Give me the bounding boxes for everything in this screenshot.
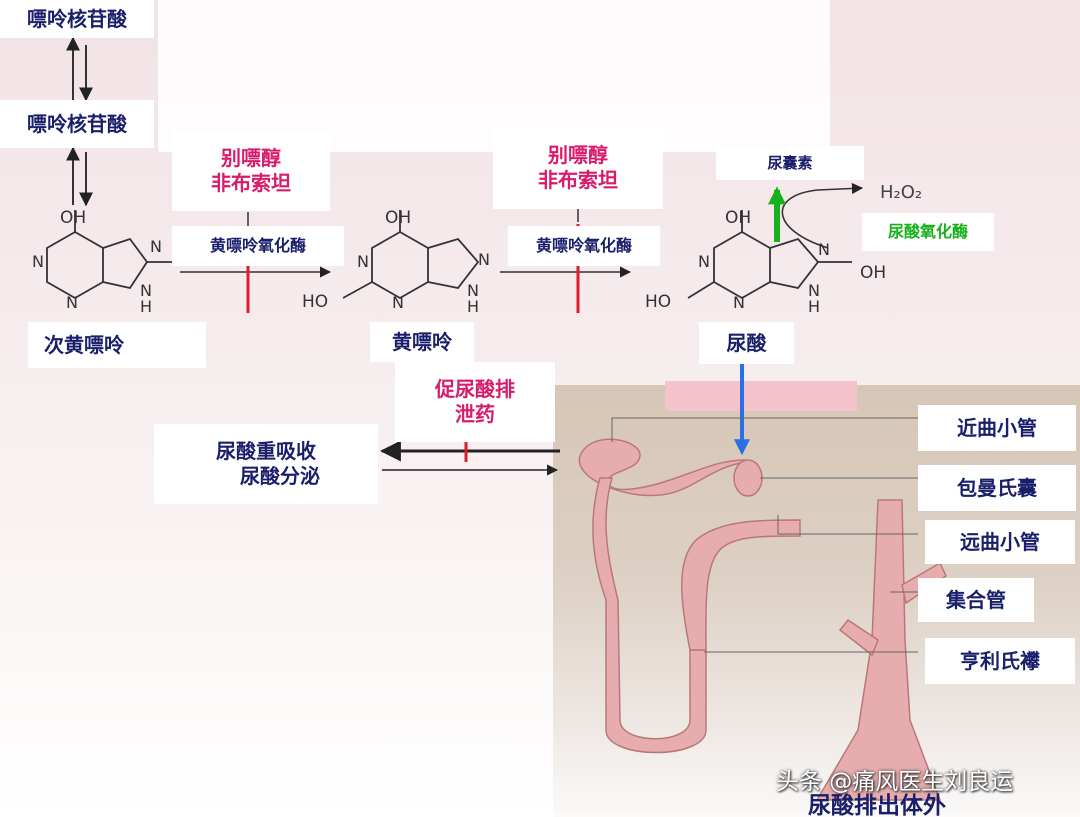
label-hypoxanthine: 次黄嘌呤 [28, 322, 206, 368]
drug-febuxostat-1: 非布索坦 [211, 171, 291, 195]
inhibitor-label-group-1: 别嘌醇 非布索坦 [172, 131, 330, 211]
atom-ho-xanthine: HO [302, 292, 329, 312]
uricosuric-drug-label: 促尿酸排 泄药 [395, 362, 555, 442]
secretion-label: 尿酸分泌 [240, 464, 320, 488]
inhibitor-label-group-2: 别嘌醇 非布索坦 [493, 127, 663, 209]
atom-n1-xanthine: N [357, 252, 369, 271]
reabsorption-label: 尿酸重吸收 [216, 439, 316, 463]
drug-allopurinol-1: 别嘌醇 [221, 146, 281, 170]
enzyme-xanthine-oxidase-2: 黄嘌呤氧化酶 [508, 226, 660, 266]
atom-n3-uric-acid: N [733, 293, 745, 312]
atom-oh-hypoxanthine: OH [60, 208, 87, 228]
renal-transport-label: 尿酸重吸收 尿酸分泌 [154, 424, 378, 504]
atom-oh8-uric-acid: OH [860, 263, 887, 283]
enzyme-urate-oxidase: 尿酸氧化酶 [862, 213, 994, 251]
hypoxanthine-structure [46, 210, 180, 300]
uricosuric-line-1: 促尿酸排 [435, 377, 515, 401]
label-allantoin: 尿囊素 [716, 146, 864, 180]
atom-n3-hypoxanthine: N [66, 293, 78, 312]
top-white-panel [158, 0, 830, 152]
label-uric-acid: 尿酸 [699, 322, 794, 364]
nephron-illustration [578, 438, 947, 801]
xanthine-structure [342, 210, 480, 300]
label-purine-nucleotide-top: 嘌呤核苷酸 [0, 0, 154, 38]
atom-n3-xanthine: N [392, 293, 404, 312]
label-proximal-tubule: 近曲小管 [918, 405, 1076, 451]
atom-n1-uric-acid: N [698, 252, 710, 271]
label-xanthine: 黄嘌呤 [370, 322, 474, 362]
label-excretion: 尿酸排出体外 [808, 792, 946, 817]
pink-highlight-band [665, 381, 857, 411]
atom-n1-hypoxanthine: N [32, 252, 44, 271]
product-h2o2: H₂O₂ [880, 182, 923, 203]
label-distal-tubule: 远曲小管 [925, 520, 1075, 564]
atom-n7-hypoxanthine: N [150, 237, 162, 256]
uric-acid-structure [687, 210, 852, 300]
atom-oh-uric-acid: OH [725, 208, 752, 228]
watermark-text: 头条 @痛风医生刘良运 [776, 769, 1014, 795]
uricosuric-line-2: 泄药 [455, 402, 495, 426]
drug-febuxostat-2: 非布索坦 [538, 168, 618, 192]
atom-n7-uric-acid: N [818, 240, 830, 259]
label-bowman-capsule: 包曼氏囊 [918, 465, 1076, 511]
equilibrium-arrows-lower [66, 146, 93, 207]
label-purine-nucleotide-middle: 嘌呤核苷酸 [0, 100, 154, 148]
enzyme-xanthine-oxidase-1: 黄嘌呤氧化酶 [172, 226, 344, 266]
equilibrium-arrows-upper [66, 36, 93, 102]
label-collecting-duct: 集合管 [918, 578, 1034, 622]
label-loop-of-henle: 亨利氏襻 [925, 638, 1075, 684]
drug-allopurinol-2: 别嘌醇 [548, 143, 608, 167]
nephron-leader-lines [611, 417, 918, 653]
atom-n7-xanthine: N [478, 250, 490, 269]
urate-oxidase-curve [781, 182, 864, 249]
atom-ho-uric-acid: HO [645, 292, 672, 312]
atom-oh-xanthine: OH [385, 208, 412, 228]
